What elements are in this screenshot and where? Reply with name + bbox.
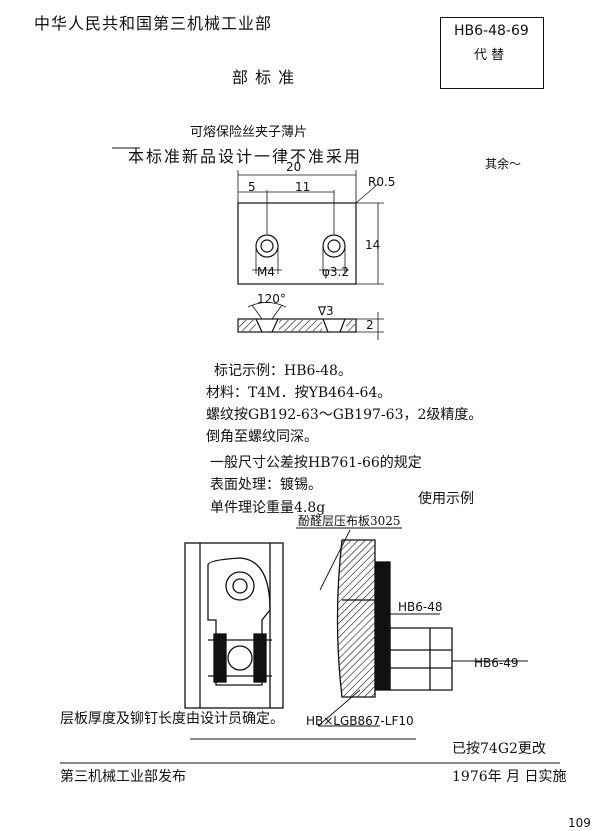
plate-outline: [237, 202, 357, 285]
effective-date: 1976年 月 日实施: [452, 769, 567, 785]
section-hatch: [239, 320, 355, 331]
roughness-rest-label: 其余～: [485, 155, 521, 172]
note-thread: 螺纹按GB192-63～GB197-63，2级精度。: [206, 407, 483, 423]
tilde-symbol: ～: [509, 157, 522, 171]
note-chamfer: 倒角至螺纹同深。: [206, 429, 318, 445]
note-weight: 单件理论重量4.8g: [210, 500, 326, 516]
dim-r05: R0.5: [368, 175, 396, 189]
standard-code: HB6-48-69: [454, 23, 529, 39]
usage-example-label: 使用示例: [418, 491, 474, 507]
hole-m4: [255, 234, 279, 258]
hole-m4-inner: [260, 239, 274, 253]
standard-code-box: HB6-48-69 代 替: [440, 17, 544, 89]
replaces-label: 代 替: [474, 48, 505, 63]
note-material: 材料：T4M．按YB464-64。: [206, 385, 392, 401]
dim-20: 20: [286, 160, 302, 174]
part2-label: HB6-49: [474, 656, 519, 670]
dim-roughness: ∇3: [318, 304, 334, 318]
hole-phi32-inner: [327, 239, 341, 253]
screw-label: HB×LGB867-LF10: [306, 714, 414, 728]
part-title: 可熔保险丝夹子薄片: [190, 125, 308, 140]
usage-front-view: [184, 542, 284, 709]
footer-note: 层板厚度及铆钉长度由设计员确定。: [60, 711, 284, 727]
publisher: 第三机械工业部发布: [60, 769, 186, 785]
screw-leader: [317, 689, 361, 727]
roughness-rest-text: 其余: [485, 157, 510, 171]
r05-leader: [355, 183, 379, 204]
notice-text: 本标准新品设计一律不准采用: [128, 147, 363, 166]
dim-phi32: φ3.2: [322, 265, 349, 279]
note-tolerance: 一般尺寸公差按HB761-66的规定: [210, 455, 422, 471]
board-label: 酚醛层压布板3025: [298, 514, 401, 528]
change-note: 已按74G2更改: [452, 741, 546, 757]
dim-11: 11: [295, 180, 311, 194]
board-leader: [319, 529, 351, 591]
note-example: 标记示例：HB6-48。: [214, 363, 352, 379]
dim-5: 5: [248, 180, 256, 194]
hole-phi32: [322, 234, 346, 258]
section-outline: [237, 318, 357, 333]
dim-m4: M4: [257, 265, 275, 279]
angle-arc-120: [247, 302, 287, 308]
ministry-title: 中华人民共和国第三机械工业部: [34, 14, 273, 33]
dim-14: 14: [365, 238, 381, 252]
page-number: 109: [568, 816, 591, 830]
dim-120: 120°: [257, 292, 286, 306]
part1-label: HB6-48: [398, 600, 443, 614]
usage-side-view: [336, 539, 453, 698]
dim-2: 2: [366, 318, 374, 332]
standard-type: 部 标 准: [232, 68, 296, 87]
note-surface: 表面处理：镀锡。: [210, 477, 322, 493]
